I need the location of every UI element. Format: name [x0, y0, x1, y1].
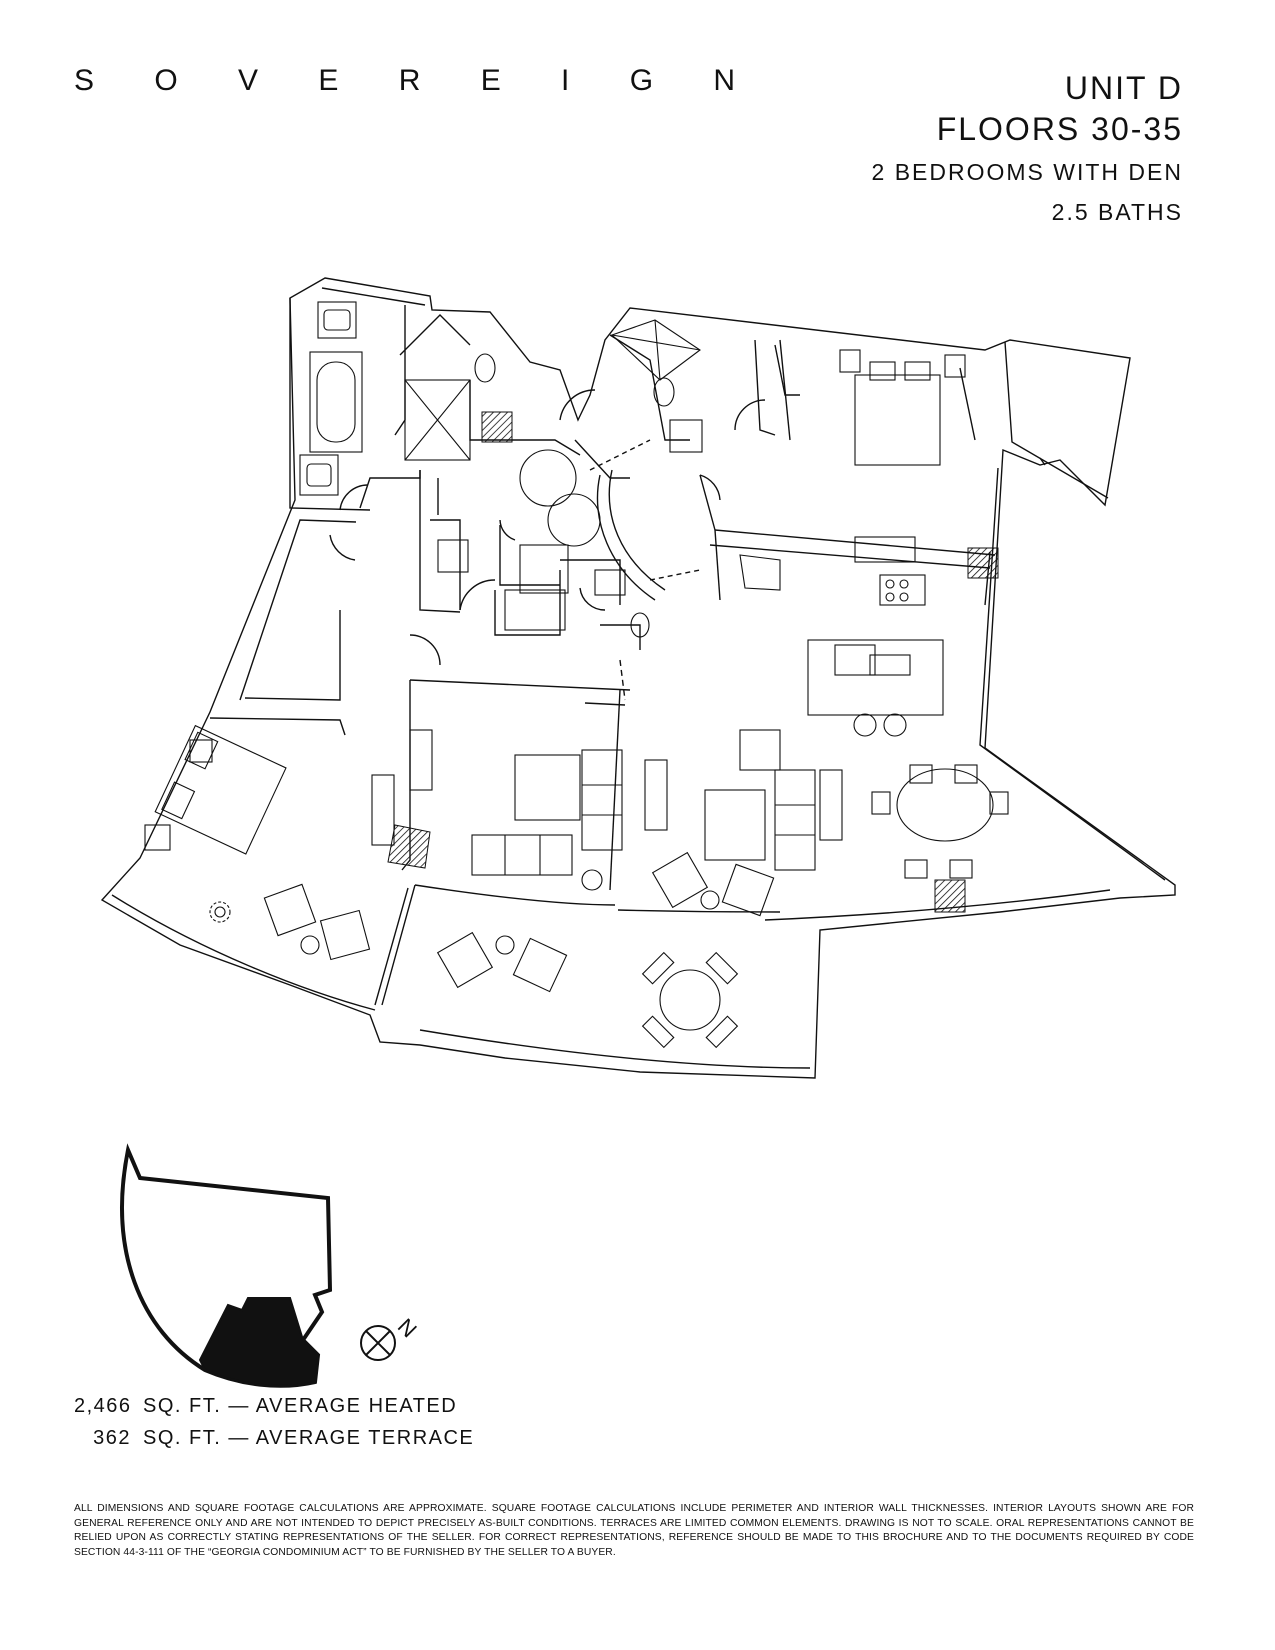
structural-columns [387, 411, 999, 913]
unit-header: UNIT D FLOORS 30-35 2 BEDROOMS WITH DEN … [872, 68, 1183, 232]
floor-plan-walls [100, 277, 1176, 1079]
area-heated-label: SQ. FT. — AVERAGE HEATED [143, 1395, 458, 1417]
floor-plan-furniture [144, 301, 1009, 1049]
area-terrace-row: 362 SQ. FT. — AVERAGE TERRACE [74, 1427, 474, 1459]
brand-logo-text: S O V E R E I G N [74, 64, 762, 97]
area-heated-value: 2,466 [74, 1395, 132, 1417]
unit-baths: 2.5 BATHS [1051, 199, 1183, 225]
key-plan [120, 1143, 333, 1388]
unit-floors: FLOORS 30-35 [936, 111, 1183, 147]
north-label: N [393, 1314, 422, 1343]
area-terrace-label: SQ. FT. — AVERAGE TERRACE [143, 1427, 475, 1449]
area-heated-row: 2,466 SQ. FT. — AVERAGE HEATED [74, 1395, 474, 1427]
north-arrow-icon [360, 1325, 396, 1361]
unit-title: UNIT D [1064, 70, 1183, 106]
area-terrace-value: 362 [93, 1427, 131, 1449]
plant-icon [209, 901, 231, 923]
area-summary: 2,466 SQ. FT. — AVERAGE HEATED 362 SQ. F… [74, 1395, 474, 1459]
legal-disclaimer: ALL DIMENSIONS AND SQUARE FOOTAGE CALCUL… [74, 1503, 1194, 1558]
unit-bedrooms: 2 BEDROOMS WITH DEN [871, 159, 1183, 185]
